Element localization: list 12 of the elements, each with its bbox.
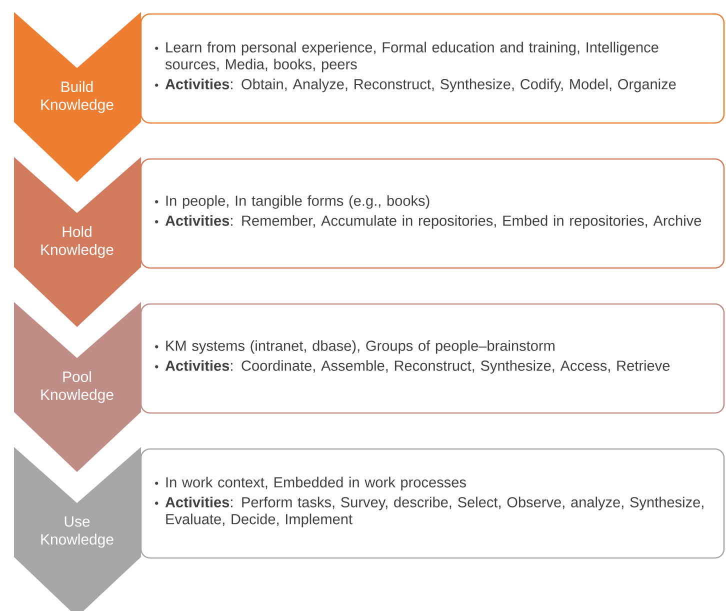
text-box: [140, 448, 725, 559]
text-box: [140, 303, 725, 414]
bullet-item: Activities: Perform tasks, Survey, describe, Select, Observe, analyze, Synthesize, Evaluate, Decide, Implement: [155, 496, 704, 528]
bullet-item: KM systems (intranet, dbase), Groups of people–brainstorm: [155, 340, 554, 354]
bullet-item: Learn from personal experience, Formal education and training, Intelligence sources, Media, books, peers: [155, 42, 658, 72]
bullet-item: Activities: Obtain, Analyze, Reconstruct, Synthesize, Codify, Model, Organize: [155, 78, 676, 92]
bullet-item: In people, In tangible forms (e.g., books): [155, 195, 430, 209]
text-box: [140, 13, 725, 124]
text-box: [140, 158, 725, 269]
bullet-item: Activities: Coordinate, Assemble, Reconstruct, Synthesize, Access, Retrieve: [155, 360, 670, 374]
bullet-item: In work context, Embedded in work processes: [155, 476, 466, 490]
bullet-item: Activities: Remember, Accumulate in repositories, Embed in repositories, Archive: [155, 215, 702, 229]
